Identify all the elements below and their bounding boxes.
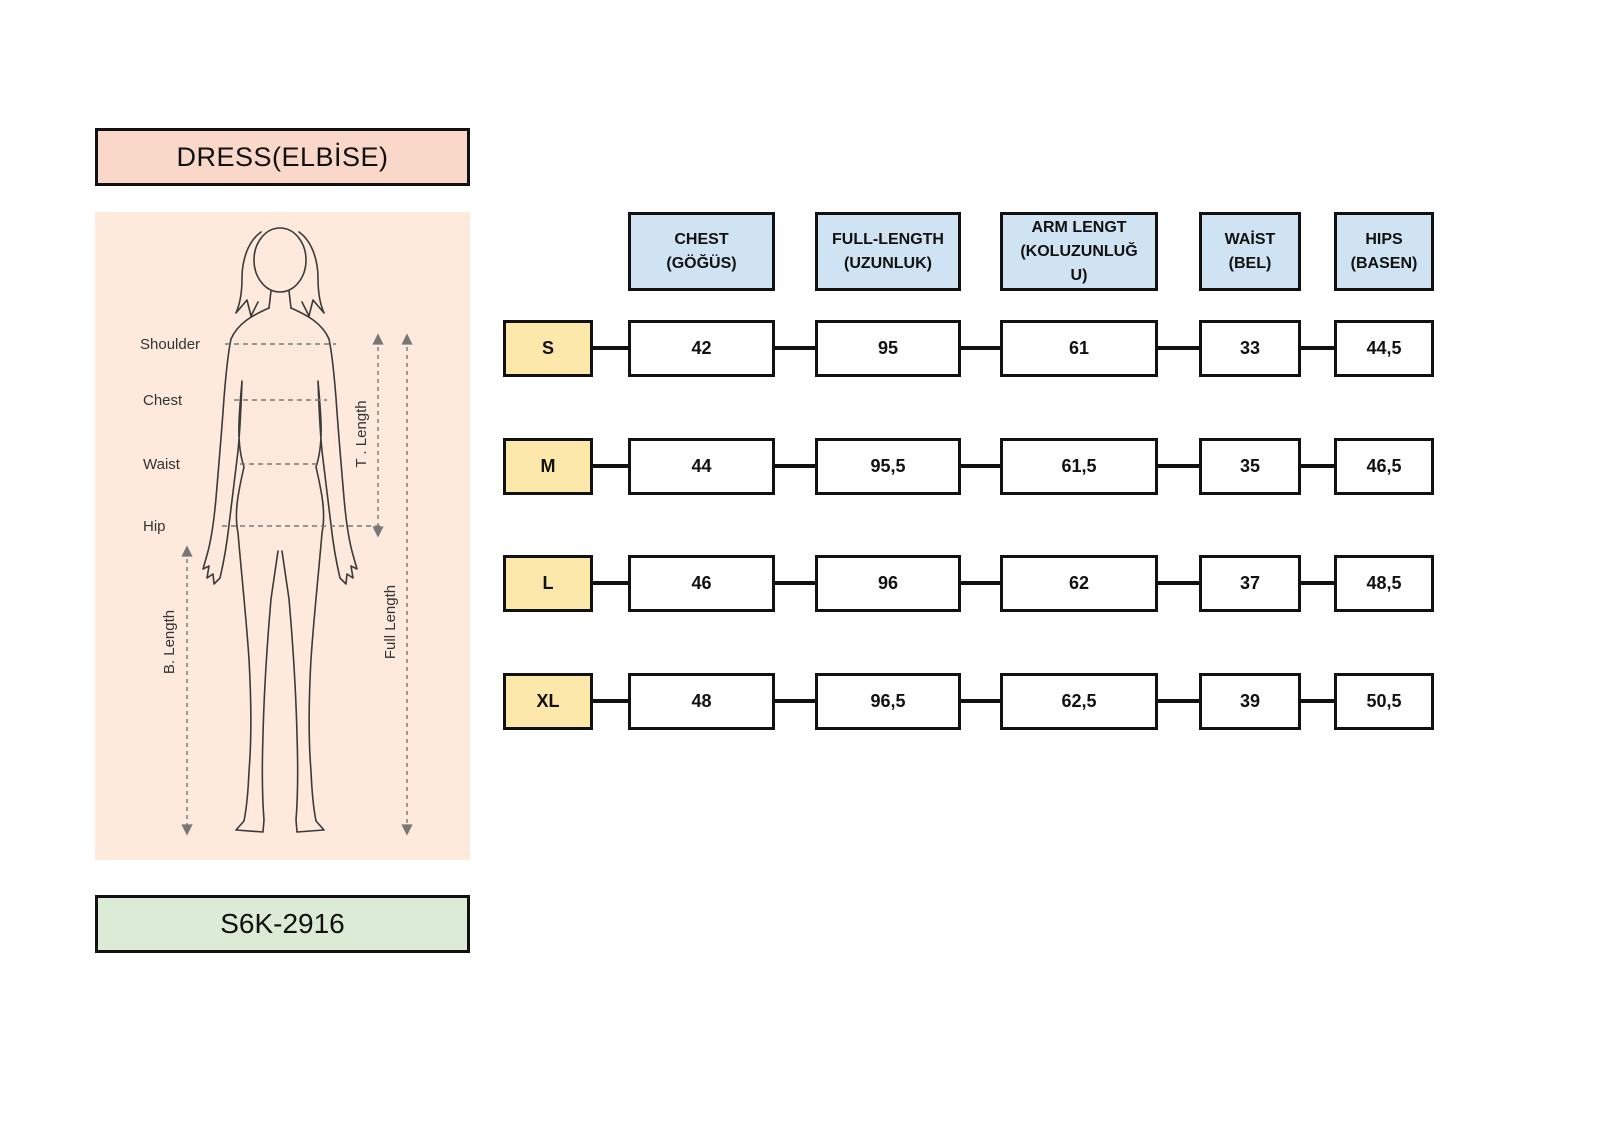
size-label-l: L bbox=[503, 555, 593, 612]
size-label-m: M bbox=[503, 438, 593, 495]
body-figure-panel: Shoulder Chest Waist Hip T . Length Full… bbox=[95, 212, 470, 860]
value-cell: 39 bbox=[1199, 673, 1301, 730]
value-cell: 61 bbox=[1000, 320, 1158, 377]
figure-label-chest: Chest bbox=[143, 392, 183, 409]
value-cell: 48,5 bbox=[1334, 555, 1434, 612]
measurement-lines bbox=[222, 343, 383, 527]
column-header-arm-length: ARM LENGT (KOLUZUNLUĞ U) bbox=[1000, 212, 1158, 291]
header-line: U) bbox=[1070, 266, 1088, 284]
value-cell: 46,5 bbox=[1334, 438, 1434, 495]
value-cell: 33 bbox=[1199, 320, 1301, 377]
product-code: S6K-2916 bbox=[95, 895, 470, 953]
value-cell: 42 bbox=[628, 320, 775, 377]
product-title: DRESS(ELBİSE) bbox=[95, 128, 470, 186]
value-cell: 96 bbox=[815, 555, 961, 612]
figure-label-t-length: T . Length bbox=[353, 400, 370, 467]
figure-label-waist: Waist bbox=[143, 456, 181, 473]
header-line: (BASEN) bbox=[1350, 254, 1418, 272]
figure-label-shoulder: Shoulder bbox=[140, 336, 200, 353]
header-line: WAİST bbox=[1224, 230, 1276, 248]
body-measurement-figure: Shoulder Chest Waist Hip T . Length Full… bbox=[140, 227, 413, 836]
row-connector-line bbox=[548, 464, 1428, 468]
column-header-hips: HIPS (BASEN) bbox=[1334, 212, 1434, 291]
row-connector-line bbox=[548, 699, 1428, 703]
column-header-waist: WAİST (BEL) bbox=[1199, 212, 1301, 291]
value-cell: 50,5 bbox=[1334, 673, 1434, 730]
value-cell: 48 bbox=[628, 673, 775, 730]
figure-label-hip: Hip bbox=[143, 518, 166, 535]
value-cell: 62 bbox=[1000, 555, 1158, 612]
value-cell: 61,5 bbox=[1000, 438, 1158, 495]
body-silhouette bbox=[202, 227, 358, 833]
header-line: (KOLUZUNLUĞ bbox=[1020, 242, 1138, 260]
header-line: FULL-LENGTH bbox=[832, 230, 944, 248]
value-cell: 35 bbox=[1199, 438, 1301, 495]
value-cell: 44 bbox=[628, 438, 775, 495]
value-cell: 62,5 bbox=[1000, 673, 1158, 730]
header-line: ARM LENGT bbox=[1031, 218, 1127, 236]
value-cell: 46 bbox=[628, 555, 775, 612]
value-cell: 95,5 bbox=[815, 438, 961, 495]
row-connector-line bbox=[548, 346, 1428, 350]
column-header-chest: CHEST (GÖĞÜS) bbox=[628, 212, 775, 291]
row-connector-line bbox=[548, 581, 1428, 585]
header-line: HIPS bbox=[1365, 230, 1403, 248]
header-line: (UZUNLUK) bbox=[844, 254, 932, 272]
size-label-s: S bbox=[503, 320, 593, 377]
figure-label-full-length: Full Length bbox=[382, 585, 399, 659]
header-line: (BEL) bbox=[1228, 254, 1272, 272]
value-cell: 44,5 bbox=[1334, 320, 1434, 377]
value-cell: 95 bbox=[815, 320, 961, 377]
value-cell: 96,5 bbox=[815, 673, 961, 730]
header-line: CHEST bbox=[674, 230, 729, 248]
column-header-full-length: FULL-LENGTH (UZUNLUK) bbox=[815, 212, 961, 291]
size-label-xl: XL bbox=[503, 673, 593, 730]
value-cell: 37 bbox=[1199, 555, 1301, 612]
figure-label-b-length: B. Length bbox=[161, 610, 178, 674]
header-line: (GÖĞÜS) bbox=[666, 254, 737, 272]
length-arrows bbox=[181, 333, 413, 836]
